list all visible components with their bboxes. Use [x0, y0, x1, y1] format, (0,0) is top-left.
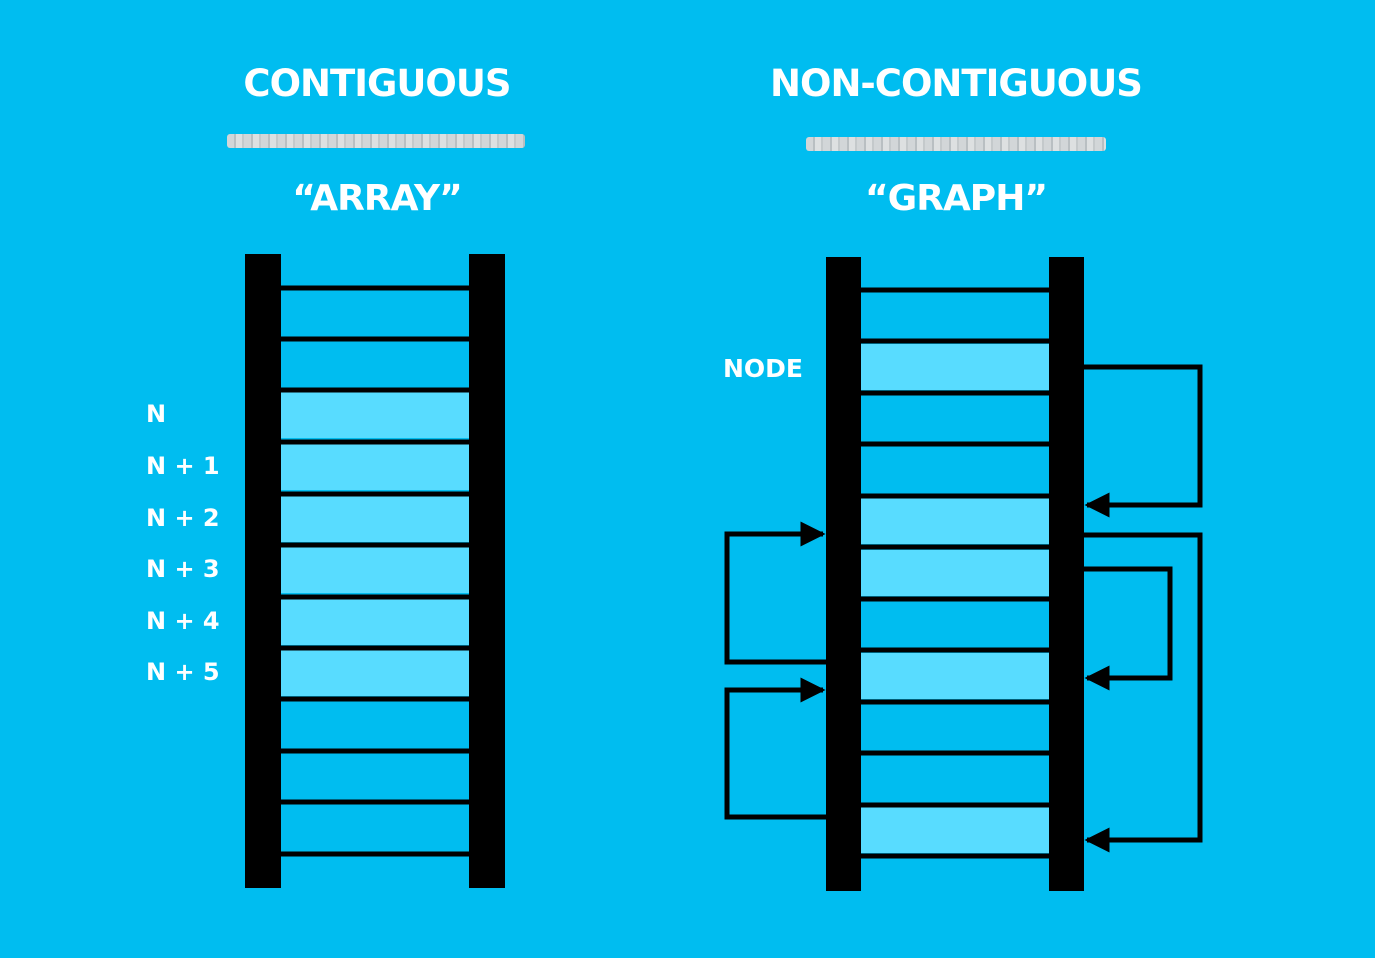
contiguous-heading: CONTIGUOUS [243, 62, 511, 105]
graph-right-rail [1049, 257, 1084, 891]
array-cell-n-plus-3 [281, 547, 471, 593]
array-rungs [279, 285, 473, 857]
array-ladder [245, 254, 505, 888]
graph-node-cell-5 [861, 807, 1051, 853]
array-subheading: “ARRAY” [292, 178, 462, 219]
index-label-n-plus-1: N + 1 [146, 452, 220, 480]
pointer-arrow-1 [1084, 364, 1203, 518]
graph-rungs [859, 287, 1053, 859]
index-label-n-plus-4: N + 4 [146, 607, 220, 635]
array-cell-n-plus-4 [281, 599, 471, 645]
left-scribble-underline [227, 134, 525, 148]
array-cell-n-plus-5 [281, 650, 471, 696]
graph-pointer-arrows [724, 364, 1203, 853]
graph-ladder [724, 257, 1203, 891]
index-label-n-plus-3: N + 3 [146, 555, 220, 583]
index-label-n: N [146, 400, 167, 428]
pointer-arrow-2 [1084, 532, 1203, 853]
array-cell-n-plus-1 [281, 444, 471, 490]
graph-node-cell-1 [861, 344, 1051, 390]
index-label-n-plus-2: N + 2 [146, 504, 220, 532]
array-cell-n-plus-2 [281, 496, 471, 542]
array-left-rail [245, 254, 281, 888]
graph-node-cell-4 [861, 653, 1051, 699]
graph-node-cell-3 [861, 550, 1051, 596]
index-label-n-plus-5: N + 5 [146, 658, 220, 686]
array-right-rail [469, 254, 505, 888]
graph-subheading: “GRAPH” [865, 178, 1048, 219]
non-contiguous-heading: NON-CONTIGUOUS [770, 62, 1143, 105]
graph-left-rail [826, 257, 861, 891]
array-cell-n [281, 392, 471, 438]
array-highlighted-cells [281, 392, 471, 696]
pointer-arrow-5 [724, 677, 826, 820]
right-scribble-underline [806, 137, 1106, 151]
pointer-arrow-4 [724, 521, 826, 665]
graph-node-cell-2 [861, 498, 1051, 544]
graph-highlighted-cells [861, 344, 1051, 853]
node-label: NODE [723, 354, 804, 383]
pointer-arrow-3 [1084, 566, 1173, 691]
